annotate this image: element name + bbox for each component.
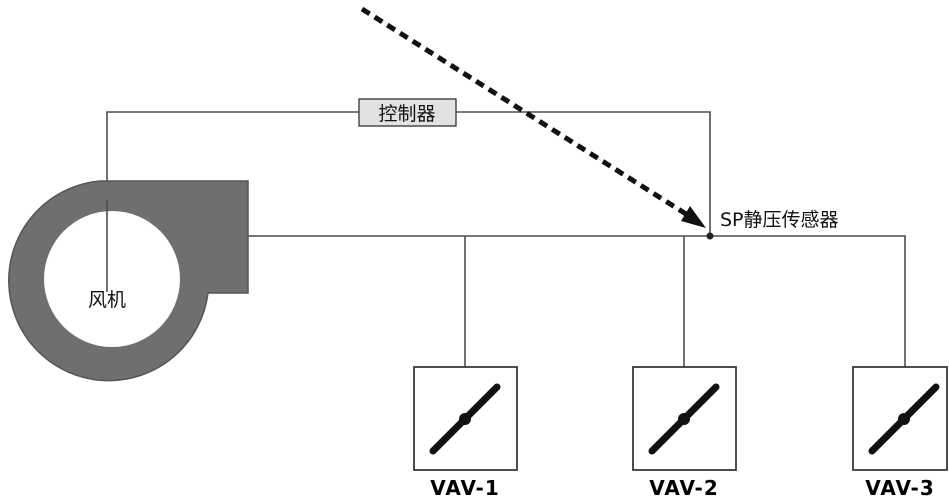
vav-2-damper-pivot [678, 413, 690, 425]
fan: 风机 [8, 180, 249, 382]
vav-3: VAV-3 [852, 366, 948, 500]
vav-1-damper-pivot [459, 413, 471, 425]
sensor-label: SP静压传感器 [720, 209, 839, 231]
arrow-dashed-line [360, 6, 688, 217]
vav-1: VAV-1 [413, 366, 518, 500]
sp-sensor: SP静压传感器 [706, 209, 839, 240]
vav-1-label: VAV-1 [430, 476, 499, 500]
vav-3-damper-pivot [898, 413, 910, 425]
sensor-dot [706, 232, 714, 240]
vav-2: VAV-2 [632, 366, 737, 500]
fan-label: 风机 [88, 289, 126, 311]
controller: 控制器 [358, 98, 457, 127]
controller-label: 控制器 [378, 103, 435, 125]
controller-box [358, 98, 457, 127]
pressure-arrow [360, 6, 706, 228]
vav-2-label: VAV-2 [649, 476, 718, 500]
supply-duct [248, 235, 906, 367]
arrow-head [681, 206, 706, 228]
fan-inlet [44, 211, 180, 347]
vav-3-label: VAV-3 [865, 476, 934, 500]
